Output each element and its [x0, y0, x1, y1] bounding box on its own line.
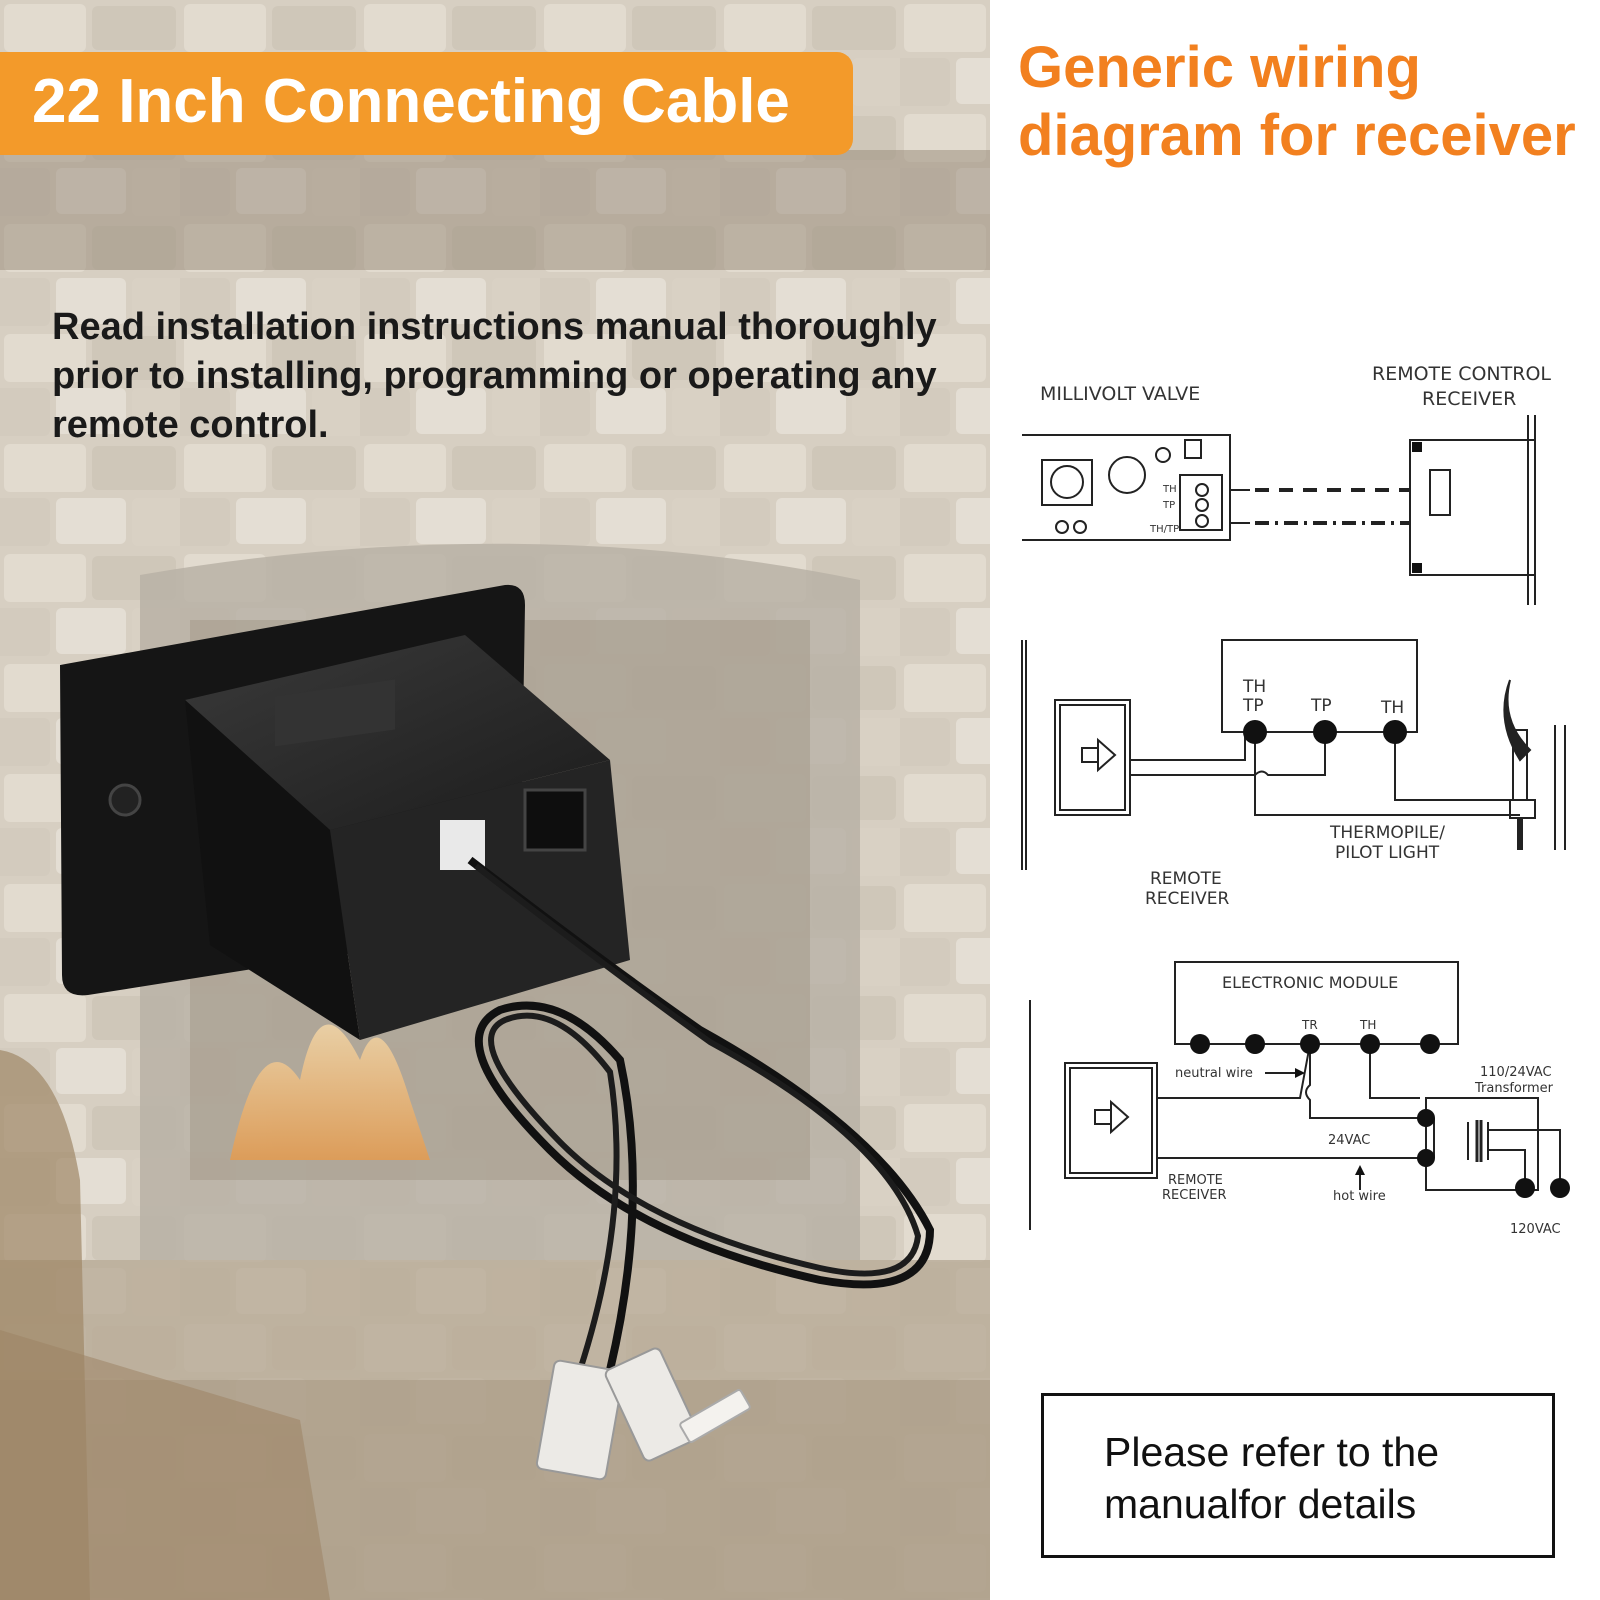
module-tr-label: TR [1302, 1018, 1318, 1032]
cable-length-banner: 22 Inch Connecting Cable [0, 52, 853, 155]
terminal-th-top-label: TH [1243, 677, 1267, 697]
vac120-label: 120VAC [1510, 1222, 1561, 1237]
millivolt-valve-label: MILLIVOLT VALVE [1040, 383, 1201, 405]
valve-th-label: TH [1163, 484, 1177, 495]
banner-text: 22 Inch Connecting Cable [32, 67, 790, 136]
remote-receiver-label-2: RECEIVER [1145, 889, 1230, 909]
valve-thtp-label: TH/TP [1150, 524, 1180, 535]
terminal-tp-label: TP [1311, 696, 1332, 716]
transformer-label-1: 110/24VAC [1480, 1065, 1552, 1080]
hot-wire-label: hot wire [1333, 1189, 1386, 1204]
product-photo: 22 Inch Connecting Cable Read installati… [0, 0, 990, 1600]
refer-manual-text: Please refer to the manualfor details [1104, 1429, 1440, 1527]
remote-receiver-label-1: REMOTE [1150, 869, 1222, 889]
remote-control-receiver-label-1: REMOTE CONTROL [1372, 363, 1551, 385]
remote-control-receiver-label-2: RECEIVER [1422, 388, 1517, 410]
installation-warning-text: Read installation instructions manual th… [52, 306, 937, 446]
remote-receiver-label-3b: RECEIVER [1162, 1188, 1227, 1203]
fireplace-scene [0, 0, 990, 1600]
remote-receiver-label-3a: REMOTE [1168, 1173, 1223, 1188]
module-th-label: TH [1360, 1018, 1377, 1032]
electronic-module-label: ELECTRONIC MODULE [1222, 973, 1399, 992]
terminal-th-label: TH [1381, 698, 1405, 718]
neutral-wire-label: neutral wire [1175, 1066, 1253, 1081]
diagram-title: Generic wiring diagram for receiver [1018, 35, 1576, 168]
thermopile-label-1: THERMOPILE/ [1330, 823, 1445, 843]
transformer-label-2: Transformer [1475, 1081, 1554, 1096]
refer-manual-box: Please refer to the manualfor details [1041, 1393, 1555, 1558]
thermopile-label-2: PILOT LIGHT [1335, 843, 1440, 863]
terminal-tp-top-label: TP [1243, 696, 1264, 716]
vac24-label: 24VAC [1328, 1133, 1371, 1148]
valve-tp-label: TP [1163, 500, 1176, 511]
